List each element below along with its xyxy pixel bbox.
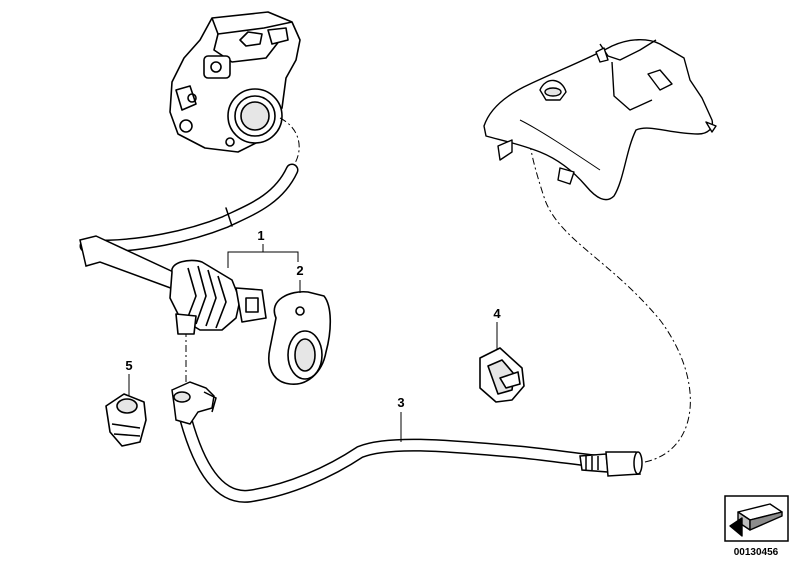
callout-label-4: 4 — [493, 306, 501, 321]
upper-hose — [79, 163, 299, 253]
callout-bracket-1 — [227, 251, 299, 268]
throttle-body — [169, 11, 301, 153]
arrow-icon — [729, 503, 783, 537]
connection-lines — [185, 117, 691, 463]
callout-label-5: 5 — [125, 358, 132, 373]
callout-label-3: 3 — [397, 395, 404, 410]
grommet — [268, 291, 332, 385]
hose-start-fitting — [171, 381, 217, 425]
holder — [479, 347, 525, 403]
fuel-hose — [179, 413, 613, 503]
callout-label-2: 2 — [296, 263, 303, 278]
callout-2: 2 — [296, 263, 304, 293]
callout-3: 3 — [397, 395, 405, 442]
reference-box: 00130456 — [724, 495, 789, 558]
vent-valve — [169, 259, 267, 335]
reference-number: 00130456 — [734, 547, 779, 558]
hose-end-fitting — [579, 451, 643, 477]
callout-1: 1 — [227, 228, 299, 268]
fuel-tank — [483, 39, 717, 201]
connector-nut — [105, 393, 147, 447]
callout-label-1: 1 — [257, 228, 264, 243]
callout-5: 5 — [125, 358, 133, 396]
callout-4: 4 — [493, 306, 501, 350]
